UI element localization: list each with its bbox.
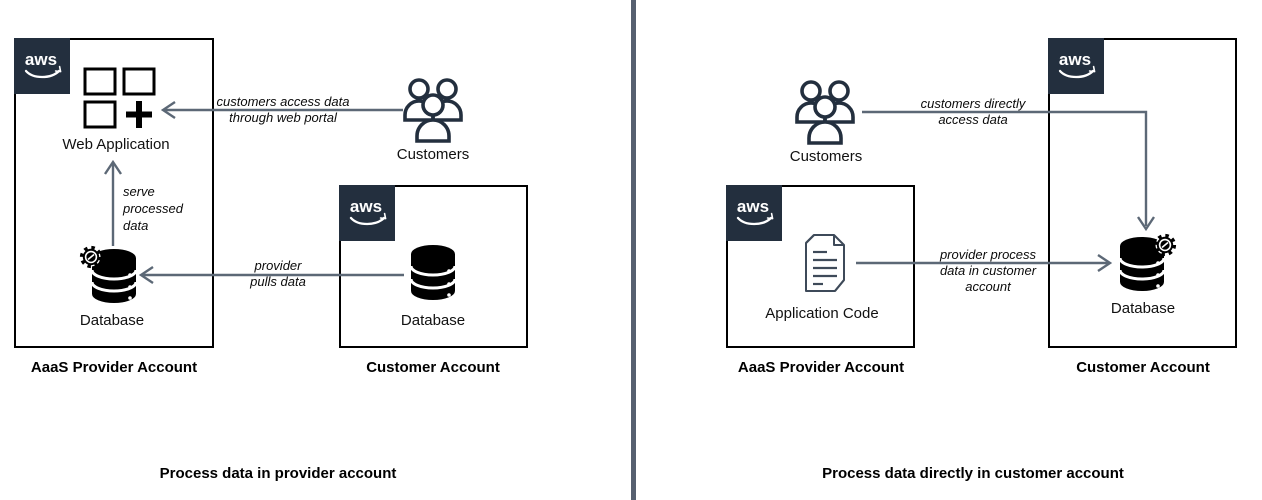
provider-database-label: Database [79,312,145,329]
aws-logo-text: aws [737,197,769,216]
arrow-customers-to-db [862,100,1158,234]
panel-divider [631,0,636,500]
aws-logo-icon: aws [726,185,782,241]
aws-logo-icon: aws [339,185,395,241]
arrow-direct-access-label: customers directly access data [920,96,1026,127]
left-provider-account-label: AaaS Provider Account [30,359,198,376]
database-gear-icon [78,244,144,308]
arrow-process-label: provider process data in customer accoun… [939,247,1037,294]
users-icon [792,78,858,146]
arrow-code-to-db [856,251,1114,275]
customer-database-label: Database [1110,300,1176,317]
aws-logo-text: aws [1059,50,1091,69]
arrow-db-to-webapp [101,158,125,248]
arrow-pull-label: provider pulls data [250,258,306,289]
customers-label: Customers [789,148,863,165]
users-icon [400,76,466,144]
customer-database-label: Database [400,312,466,329]
aws-logo-icon: aws [1048,38,1104,94]
customers-label: Customers [396,146,470,163]
left-panel-caption: Process data in provider account [159,465,397,482]
aws-logo-text: aws [25,50,57,69]
database-icon [409,243,457,305]
application-code-label: Application Code [765,305,879,322]
arrow-customers-label: customers access data through web portal [216,94,350,125]
right-customer-account-label: Customer Account [1076,359,1210,376]
arrow-customerdb-to-providerdb [138,263,406,287]
arrow-customers-to-webapp [160,98,405,122]
left-customer-account-label: Customer Account [366,359,500,376]
web-application-label: Web Application [62,136,170,153]
database-gear-icon [1112,232,1178,296]
aws-logo-text: aws [350,197,382,216]
right-panel-caption: Process data directly in customer accoun… [822,465,1124,482]
web-application-icon [82,66,158,132]
aws-logo-icon: aws [14,38,70,94]
application-code-icon [797,231,853,295]
right-provider-account-label: AaaS Provider Account [737,359,905,376]
arrow-serve-label: serve processed data [123,184,183,233]
